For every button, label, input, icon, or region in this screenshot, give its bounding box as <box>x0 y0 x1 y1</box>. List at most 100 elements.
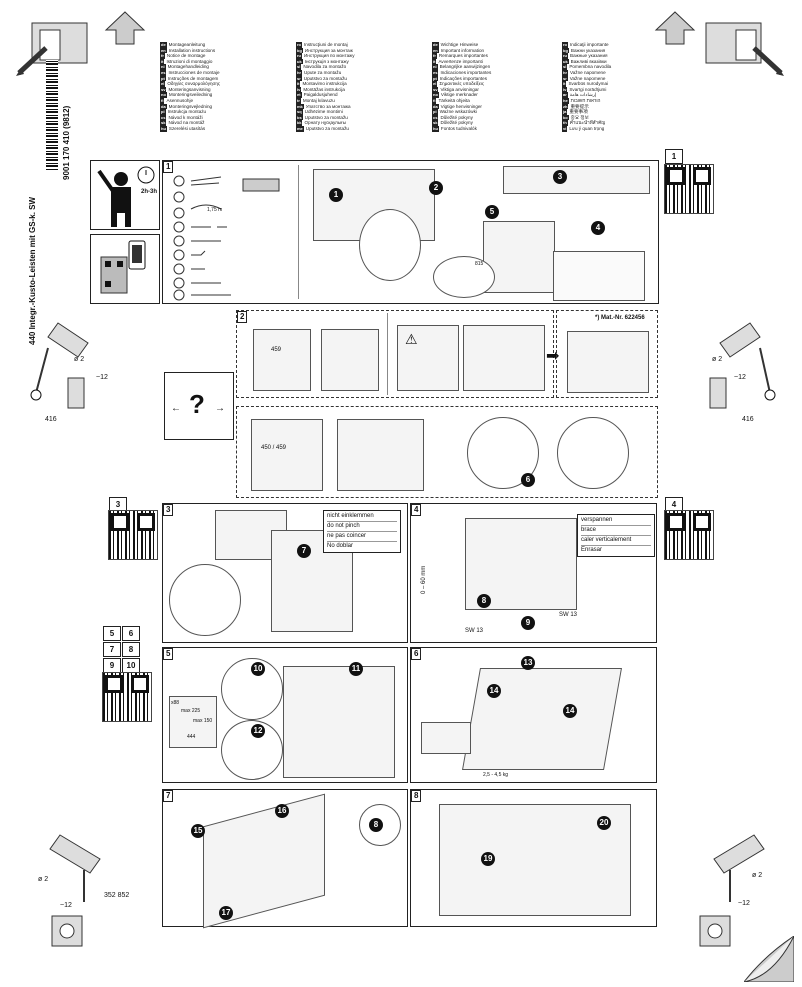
warning-sketch <box>397 325 459 391</box>
lang-text: Monteringsanvisning <box>168 86 211 92</box>
qr-code-4[interactable] <box>664 510 714 560</box>
lang-text: Instrukcja montażu <box>167 109 207 115</box>
lang-text: Pomembna navodila <box>569 64 612 70</box>
lang-code: lt <box>562 81 567 87</box>
lang-text: Navodila za montažo <box>303 64 347 70</box>
step-6-a: 6 <box>521 473 535 487</box>
lang-text: Montaj kılavuzu <box>302 97 335 103</box>
lang-text: Tärkeitä ohjeita <box>438 97 470 103</box>
lang-code: nl <box>160 64 166 70</box>
lang-text: Dôležité pokyny <box>440 120 473 126</box>
pinch-text-en: do not pinch <box>327 522 397 532</box>
ref-number-7: 7 <box>103 642 121 657</box>
section-8: 8 19 20 <box>410 789 657 927</box>
lang-text: Инструкция за монтаж <box>304 47 353 53</box>
lang-text: Važne napomene <box>570 69 606 75</box>
lang-text: Monteringsvejledning <box>168 103 213 109</box>
qr-code-5-10[interactable] <box>102 672 152 722</box>
lang-code: el <box>160 81 166 87</box>
drill-icon-bottom-right <box>690 830 790 950</box>
sw13-label-2: SW 13 <box>559 612 578 618</box>
lang-code: no <box>432 92 439 98</box>
section-number-1: 1 <box>163 161 174 173</box>
section-3: 3 7 nicht einklemmen do not pinch ne pas… <box>162 503 408 643</box>
lang-text: Belangrijke aanwijzingen <box>439 64 491 70</box>
lang-text: Важливі вказівки <box>570 58 607 64</box>
step-10: 10 <box>251 662 265 676</box>
lang-text: Montagehandleiding <box>167 64 209 70</box>
dim-phi2-bottom-right: ø 2 <box>752 872 763 879</box>
lang-text: Asennusohje <box>166 97 194 103</box>
lang-code: ru <box>562 53 568 59</box>
step-19: 19 <box>481 852 495 866</box>
drill-icon-right <box>690 318 780 428</box>
door-panel-sketch <box>283 666 395 778</box>
sw13-label-1: SW 13 <box>465 628 484 634</box>
lang-code: sv <box>160 86 167 93</box>
section-4: 4 8 9 0 – 60 mm SW 13 SW 13 verspannen b… <box>410 503 657 643</box>
qr-code-1[interactable] <box>664 164 714 214</box>
lang-code: zh <box>562 103 569 110</box>
lang-code: bg <box>296 47 303 54</box>
lang-text: Avvertenze importanti <box>438 58 483 64</box>
weight-label: 2,5 - 4,5 kg <box>483 772 509 778</box>
section-5: 5 10 12 11 x88 max 225 max 150 444 <box>162 647 408 783</box>
lang-text: Орнату нұсқаулығы <box>304 120 347 126</box>
lang-text: Lưu ý quan trọng <box>569 125 605 131</box>
step-11: 11 <box>349 662 363 676</box>
step-20: 20 <box>597 816 611 830</box>
brace-text-fr: caler verticalement <box>581 536 651 546</box>
niche-sketch-3 <box>251 419 323 491</box>
ref-number-5: 5 <box>103 626 121 641</box>
lang-code: ja <box>562 109 568 115</box>
step-9: 9 <box>521 616 535 630</box>
lang-text: คำแนะนำที่สำคัญ <box>569 120 606 126</box>
section-2: 2 459 ⚠ <box>236 310 554 398</box>
lang-code: de <box>432 42 439 48</box>
step-13: 13 <box>521 656 535 670</box>
ref-number-1: 1 <box>665 149 683 164</box>
section-1: 1 1,75 m 1 2 3 4 5 815 <box>162 160 659 304</box>
lang-text: Montavimo instrukcija <box>302 81 347 87</box>
lang-text: Important information <box>440 47 485 53</box>
dim-12-left: ~12 <box>96 374 108 381</box>
lang-text: Paigaldusjuhend <box>303 92 338 98</box>
lang-code: vi <box>562 125 568 132</box>
lang-code: ru <box>296 53 302 59</box>
lang-text: Szerelési utasítás <box>168 125 206 131</box>
dishwasher-niche-sketch <box>463 325 545 391</box>
lang-text: Indicaţii importante <box>570 42 609 47</box>
lang-code: th <box>562 120 568 126</box>
lang-text: Indicações importantes <box>439 75 488 81</box>
lang-text: Fontos tudnivalók <box>440 125 477 131</box>
up-arrow-icon-left <box>104 10 146 51</box>
dim-450-459: 450 / 459 <box>261 445 287 451</box>
lang-text: Montageanleitung <box>168 42 206 47</box>
lang-text: Σημαντικές υποδείξεις <box>439 81 485 87</box>
lang-text: Uputstvo za montažu <box>304 114 348 120</box>
qr-code-3[interactable] <box>108 510 158 560</box>
